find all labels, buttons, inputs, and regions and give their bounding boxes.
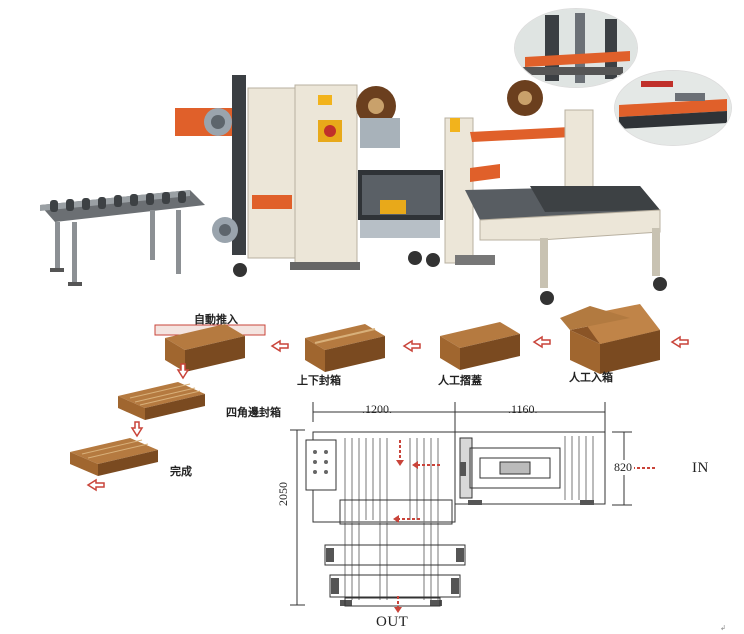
dim-side: 2050 <box>276 482 290 506</box>
box-step6-done <box>70 438 158 476</box>
right-sealer-module <box>444 80 667 305</box>
box-step3-sealed <box>305 324 385 372</box>
step5-label: 四角邊封箱 <box>226 406 281 419</box>
center-conveyor <box>358 170 443 267</box>
plan-left-machine <box>305 431 466 607</box>
main-sealer-module <box>175 75 360 277</box>
step3-label: 上下封箱 <box>297 374 341 387</box>
machine-illustration <box>40 75 667 305</box>
label-out: OUT <box>376 614 409 630</box>
plan-flow-arrows <box>396 440 655 608</box>
box-step1-open <box>560 304 660 374</box>
box-step5-corner-sealed <box>118 382 205 420</box>
dim-top-right: .1160. <box>508 402 538 416</box>
step4-label: 自動推入 <box>194 313 238 326</box>
box-step2-folded <box>440 322 520 370</box>
step6-label: 完成 <box>170 465 192 478</box>
dim-top-left: .1200. <box>362 402 392 416</box>
dim-width-in: 820 <box>612 460 634 475</box>
step1-label: 人工入箱 <box>569 371 613 384</box>
left-roller-conveyor <box>40 190 205 286</box>
plan-right-machine <box>454 431 606 505</box>
box-step4-pushed <box>154 324 266 372</box>
footer-mark: ↲ <box>720 624 726 632</box>
step2-label: 人工摺蓋 <box>438 374 482 387</box>
tape-head <box>356 86 400 148</box>
label-in: IN <box>692 460 709 476</box>
detail-inset-bottom <box>614 70 732 146</box>
